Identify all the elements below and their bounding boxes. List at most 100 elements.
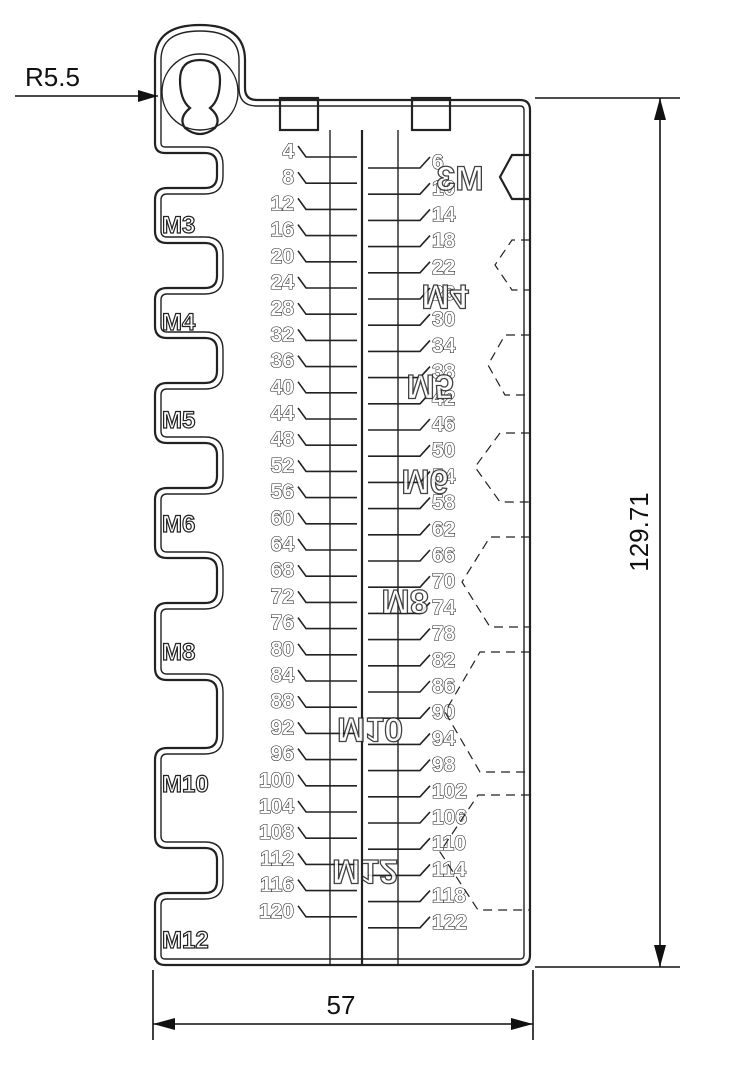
thread-label: M3 [162,212,195,239]
scale-tick-left [297,617,357,630]
scale-tick-left [297,197,357,211]
scale-tick-right [368,444,431,457]
scale-number-right: 90 [432,701,455,724]
scale-number-left: 64 [271,533,295,556]
scale-number-right: 118 [432,885,466,908]
ghost-thread-label: M8 [381,582,428,620]
scale-number-left: 16 [271,219,294,242]
keyhole-ring [161,53,239,131]
scale-tick-right [368,470,431,484]
ghost-thread-label: M6 [401,462,448,500]
scale-number-left: 56 [271,481,294,504]
scale-number-left: 88 [271,690,295,713]
scale-number-right: 18 [432,230,456,253]
scale-number-right: 6 [432,151,444,174]
width-label: 57 [327,990,356,1020]
scale-number-left: 92 [271,716,294,739]
scale-tick-right [368,287,431,300]
scale-numbers-right: 6101418222630343842465054586266707478828… [431,150,467,934]
ghost-thread-label: M10 [337,710,403,748]
scale-tick-left [297,590,357,604]
scale-tick-right [368,732,431,746]
scale-number-left: 80 [271,638,294,661]
scale-number-right: 10 [432,177,455,200]
scale-number-right: 26 [432,282,455,305]
scale-tick-right [368,628,431,641]
scale-number-right: 54 [432,465,456,488]
thread-label: M5 [162,407,195,434]
scale-tick-right [368,549,431,562]
scale-number-left: 48 [271,428,295,451]
scale-number-right: 70 [432,570,455,593]
scale-number-right: 22 [432,256,455,279]
scale-number-left: 28 [271,297,295,320]
scale-number-right: 106 [432,806,467,829]
hex-guide-m12 [439,794,530,911]
scale-number-left: 52 [271,454,294,477]
top-tab-left [278,96,320,132]
plate-inner-outline [160,30,525,960]
scale-number-right: 42 [432,387,455,410]
top-tab-right [410,96,452,132]
thread-label: M12 [162,927,209,954]
scale-number-right: 38 [432,361,456,384]
height-arrow-top [654,98,666,120]
scale-number-right: 110 [432,832,466,855]
scale-number-left: 116 [260,874,294,897]
scale-number-right: 34 [432,334,456,357]
scale-tick-left [297,669,357,682]
scale-tick-left [297,721,357,735]
scale-number-left: 40 [271,376,294,399]
scale-tick-left [297,328,357,342]
hex-guide-m6 [474,432,530,503]
ghost-thread-label: M4 [421,277,468,315]
scale-number-left: 72 [271,585,294,608]
scale-tick-left [297,355,357,368]
plate-outline [153,23,532,967]
scale-number-right: 98 [432,754,456,777]
scale-tick-left [297,145,357,158]
width-arrow-left [153,1018,175,1030]
scale-tick-right [368,785,431,798]
scale-number-right: 14 [432,203,456,226]
hex-guide-m10 [444,651,530,773]
scale-tick-right [368,156,431,169]
scale-number-right: 46 [432,413,455,436]
scale-tick-left [297,643,357,656]
scale-number-left: 24 [271,271,295,294]
scale-number-right: 58 [432,492,456,515]
scale-tick-left [297,171,357,184]
scale-tick-left [297,774,357,787]
scale-tick-right [368,339,431,353]
scale-tick-right [368,261,431,274]
scale-tick-right [368,366,431,379]
scale-tick-left [297,486,357,499]
thread-label: M4 [162,309,196,336]
scale-tick-right [368,759,431,772]
scale-number-left: 96 [271,743,294,766]
radius-label: R5.5 [25,62,80,92]
scale-number-right: 30 [432,308,455,331]
scale-tick-right [368,208,431,222]
scale-number-right: 78 [432,623,456,646]
scale-number-right: 86 [432,675,455,698]
scale-tick-right [368,916,431,929]
scale-tick-left [297,433,357,446]
scale-tick-left [297,512,357,525]
scale-tick-right [368,392,431,405]
scale-number-right: 66 [432,544,455,567]
scale-number-left: 120 [259,900,294,923]
scale-number-left: 112 [260,847,294,870]
scale-ticks-right [368,156,431,929]
scale-tick-right [368,837,431,850]
scale-tick-left [297,879,357,892]
scale-tick-right [368,418,431,431]
scale-ticks-left [297,145,357,918]
scale-number-right: 74 [432,596,456,619]
keyhole [178,58,222,136]
ghost-thread-label: M5 [406,367,453,405]
scale-tick-right [368,497,431,510]
scale-number-left: 108 [259,821,294,844]
scale-tick-right [368,863,431,877]
